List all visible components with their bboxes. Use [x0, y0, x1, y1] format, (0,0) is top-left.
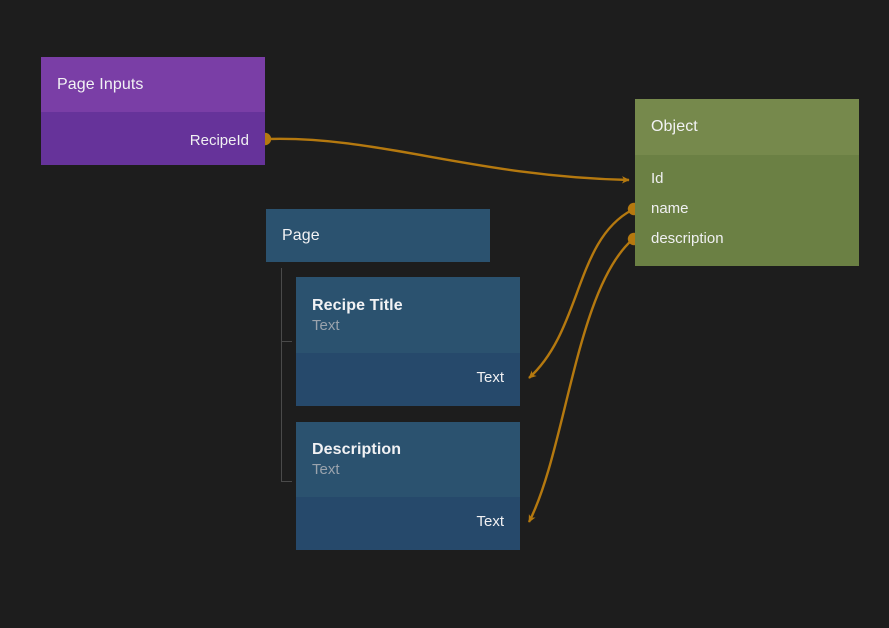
node-page-inputs-title: Page Inputs [57, 75, 144, 93]
node-recipe-title-header: Recipe Title Text [296, 277, 520, 353]
input-port-recipe-title-text[interactable]: Text [476, 368, 504, 388]
node-page-inputs-header: Page Inputs [41, 57, 265, 112]
edge-recipeid-to-id [267, 137, 630, 184]
edge-description-to-description-text [527, 239, 633, 523]
node-description-title: Description [312, 441, 402, 458]
edge-name-to-recipe-title-text [528, 208, 633, 379]
node-page-title: Page [282, 226, 320, 244]
node-page[interactable]: Page [266, 209, 490, 262]
node-object-body: Id name description [635, 155, 859, 266]
node-object-title: Object [651, 118, 698, 135]
node-page-inputs-body: RecipeId [41, 112, 265, 165]
field-port-id-label: Id [651, 170, 664, 187]
node-object[interactable]: Object Id name description [635, 99, 859, 266]
output-port-recipeid[interactable]: RecipeId [190, 131, 249, 151]
node-recipe-title[interactable]: Recipe Title Text Text [296, 277, 520, 406]
node-recipe-title-title: Recipe Title [312, 296, 403, 314]
node-description-body: Text [296, 497, 520, 550]
node-description-subtitle: Text [312, 461, 340, 478]
node-recipe-title-subtitle: Text [312, 316, 340, 334]
node-description[interactable]: Description Text Text [296, 422, 520, 550]
node-page-inputs[interactable]: Page Inputs RecipeId [41, 57, 265, 165]
node-page-header: Page [266, 209, 490, 262]
node-recipe-title-body: Text [296, 353, 520, 406]
tree-guide-vertical [281, 268, 282, 482]
field-port-description[interactable]: description [651, 229, 724, 249]
tree-guide-stub-description [281, 481, 292, 482]
input-port-description-text-label: Text [476, 513, 504, 530]
field-port-name[interactable]: name [651, 199, 689, 219]
field-port-name-label: name [651, 200, 689, 217]
node-object-header: Object [635, 99, 859, 155]
input-port-recipe-title-text-label: Text [476, 369, 504, 386]
node-description-header: Description Text [296, 422, 520, 497]
output-port-recipeid-label: RecipeId [189, 132, 249, 149]
field-port-id[interactable]: Id [651, 169, 664, 189]
tree-guide-stub-recipe-title [281, 341, 292, 342]
field-port-description-label: description [651, 230, 724, 247]
input-port-description-text[interactable]: Text [476, 512, 504, 532]
